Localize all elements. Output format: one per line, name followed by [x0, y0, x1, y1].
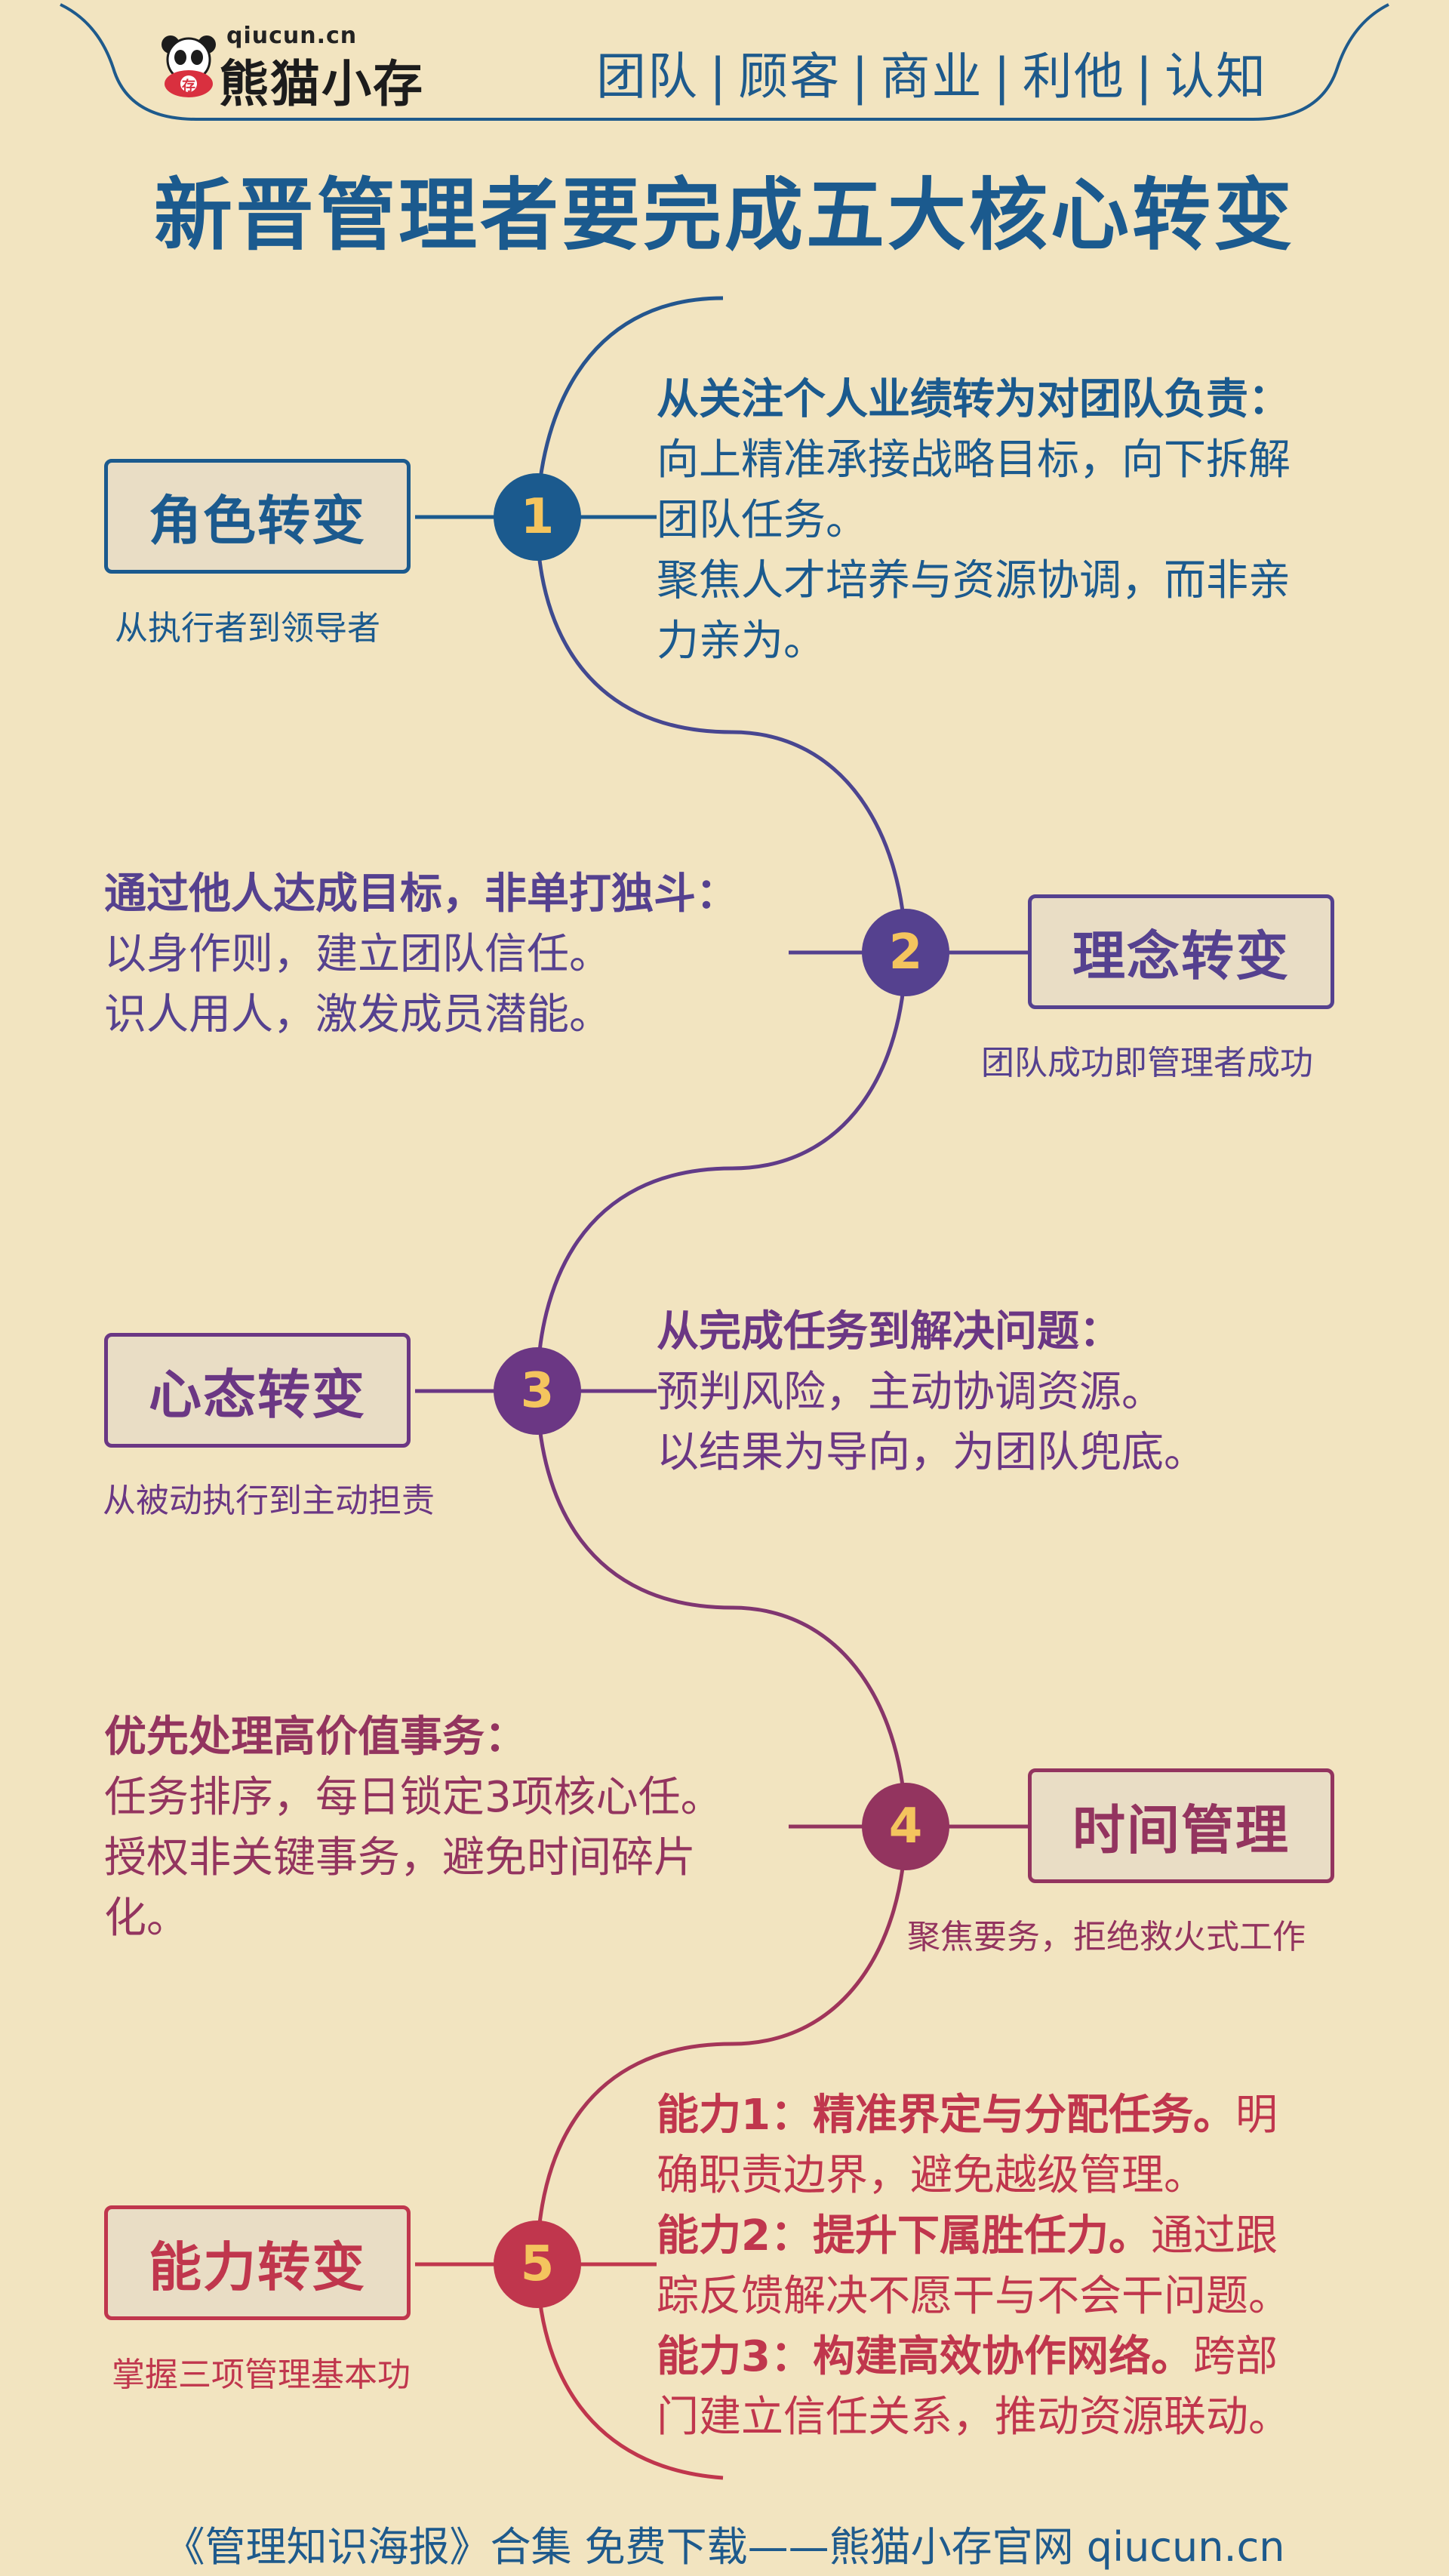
stage-4-line: 授权非关键事务，避免时间碎片 [104, 1833, 696, 1882]
logo: 存 [158, 34, 219, 99]
nav-item-business[interactable]: 商业 [880, 48, 983, 106]
stage-2-heading: 通过他人达成目标，非单打独斗： [104, 869, 738, 919]
footer-text[interactable]: 《管理知识海报》合集 免费下载——熊猫小存官网 qiucun.cn [164, 2523, 1285, 2571]
logo-name: 熊猫小存 [219, 55, 424, 113]
ability-line: 踪反馈解决不愿干与不会干问题。 [657, 2272, 1291, 2321]
header-nav: 团队|顾客|商业|利他|认知 [596, 48, 1267, 106]
stage-4-line: 化。 [104, 1894, 189, 1943]
stage-4-description: 优先处理高价值事务： 任务排序，每日锁定3项核心任。 授权非关键事务，避免时间碎… [104, 1707, 783, 1949]
logo-url: qiucun.cn [226, 23, 358, 49]
stage-1-line: 聚焦人才培养与资源协调，而非亲 [657, 556, 1291, 605]
ability-line: 能力3：构建高效协作网络。跨部 [657, 2332, 1278, 2381]
stage-3-subtitle: 从被动执行到主动担责 [103, 1482, 435, 1520]
stage-4-number: 4 [862, 1783, 949, 1870]
stage-2-line: 以身作则，建立团队信任。 [104, 930, 611, 979]
stage-4-subtitle: 聚焦要务，拒绝救火式工作 [907, 1918, 1306, 1956]
stage-5-subtitle: 掌握三项管理基本功 [112, 2356, 411, 2394]
page-title: 新晋管理者要完成五大核心转变 [153, 169, 1295, 261]
stage-1-line: 向上精准承接战略目标，向下拆解 [657, 435, 1291, 485]
ability-line: 能力1：精准界定与分配任务。明 [657, 2091, 1278, 2140]
stage-1-number: 1 [494, 473, 581, 561]
stage-3-line: 预判风险，主动协调资源。 [657, 1368, 1164, 1417]
nav-item-customer[interactable]: 顾客 [738, 48, 841, 106]
ability-line: 确职责边界，避免越级管理。 [657, 2151, 1206, 2200]
stage-2-box: 理念转变 [1028, 894, 1334, 1009]
stage-1-heading: 从关注个人业绩转为对团队负责： [657, 375, 1291, 424]
ability-line: 门建立信任关系，推动资源联动。 [657, 2393, 1291, 2442]
stage-4-line: 任务排序，每日锁定3项核心任。 [104, 1773, 723, 1822]
stage-3-title: 心态转变 [149, 1363, 366, 1426]
stage-2-description: 通过他人达成目标，非单打独斗： 以身作则，建立团队信任。 识人用人，激发成员潜能… [104, 864, 783, 1045]
nav-item-team[interactable]: 团队 [596, 48, 699, 106]
stage-2-number: 2 [862, 909, 949, 996]
nav-item-cognition[interactable]: 认知 [1164, 48, 1267, 106]
ability-line: 能力2：提升下属胜任力。通过跟 [657, 2211, 1278, 2261]
stage-4-box: 时间管理 [1028, 1768, 1334, 1883]
stage-1-description: 从关注个人业绩转为对团队负责： 向上精准承接战略目标，向下拆解 团队任务。 聚焦… [657, 370, 1358, 672]
stage-1-box: 角色转变 [104, 459, 411, 574]
stage-3-number: 3 [494, 1347, 581, 1435]
stage-2-title: 理念转变 [1072, 925, 1290, 987]
stage-2-line: 识人用人，激发成员潜能。 [104, 990, 611, 1039]
stage-3-box: 心态转变 [104, 1333, 411, 1448]
stage-3-heading: 从完成任务到解决问题： [657, 1307, 1121, 1356]
stage-1-line: 力亲为。 [657, 617, 826, 666]
stage-1-subtitle: 从执行者到领导者 [115, 609, 380, 648]
logo-badge: 存 [182, 78, 195, 94]
stage-3-description: 从完成任务到解决问题： 预判风险，主动协调资源。 以结果为导向，为团队兜底。 [657, 1302, 1358, 1483]
stage-5-title: 能力转变 [149, 2236, 366, 2298]
stage-5-box: 能力转变 [104, 2205, 411, 2320]
header-arc [60, 3, 1389, 121]
stage-5-number: 5 [494, 2221, 581, 2308]
stage-1-line: 团队任务。 [657, 496, 868, 545]
stage-4-heading: 优先处理高价值事务： [104, 1713, 527, 1762]
stage-2-subtitle: 团队成功即管理者成功 [981, 1044, 1313, 1082]
stage-5-description: 能力1：精准界定与分配任务。明 确职责边界，避免越级管理。 能力2：提升下属胜任… [657, 2085, 1381, 2448]
stage-1-title: 角色转变 [149, 489, 366, 552]
stage-4-title: 时间管理 [1072, 1799, 1290, 1861]
stage-3-line: 以结果为导向，为团队兜底。 [657, 1428, 1206, 1477]
nav-item-altruism[interactable]: 利他 [1022, 48, 1125, 106]
panda-icon [162, 35, 216, 97]
